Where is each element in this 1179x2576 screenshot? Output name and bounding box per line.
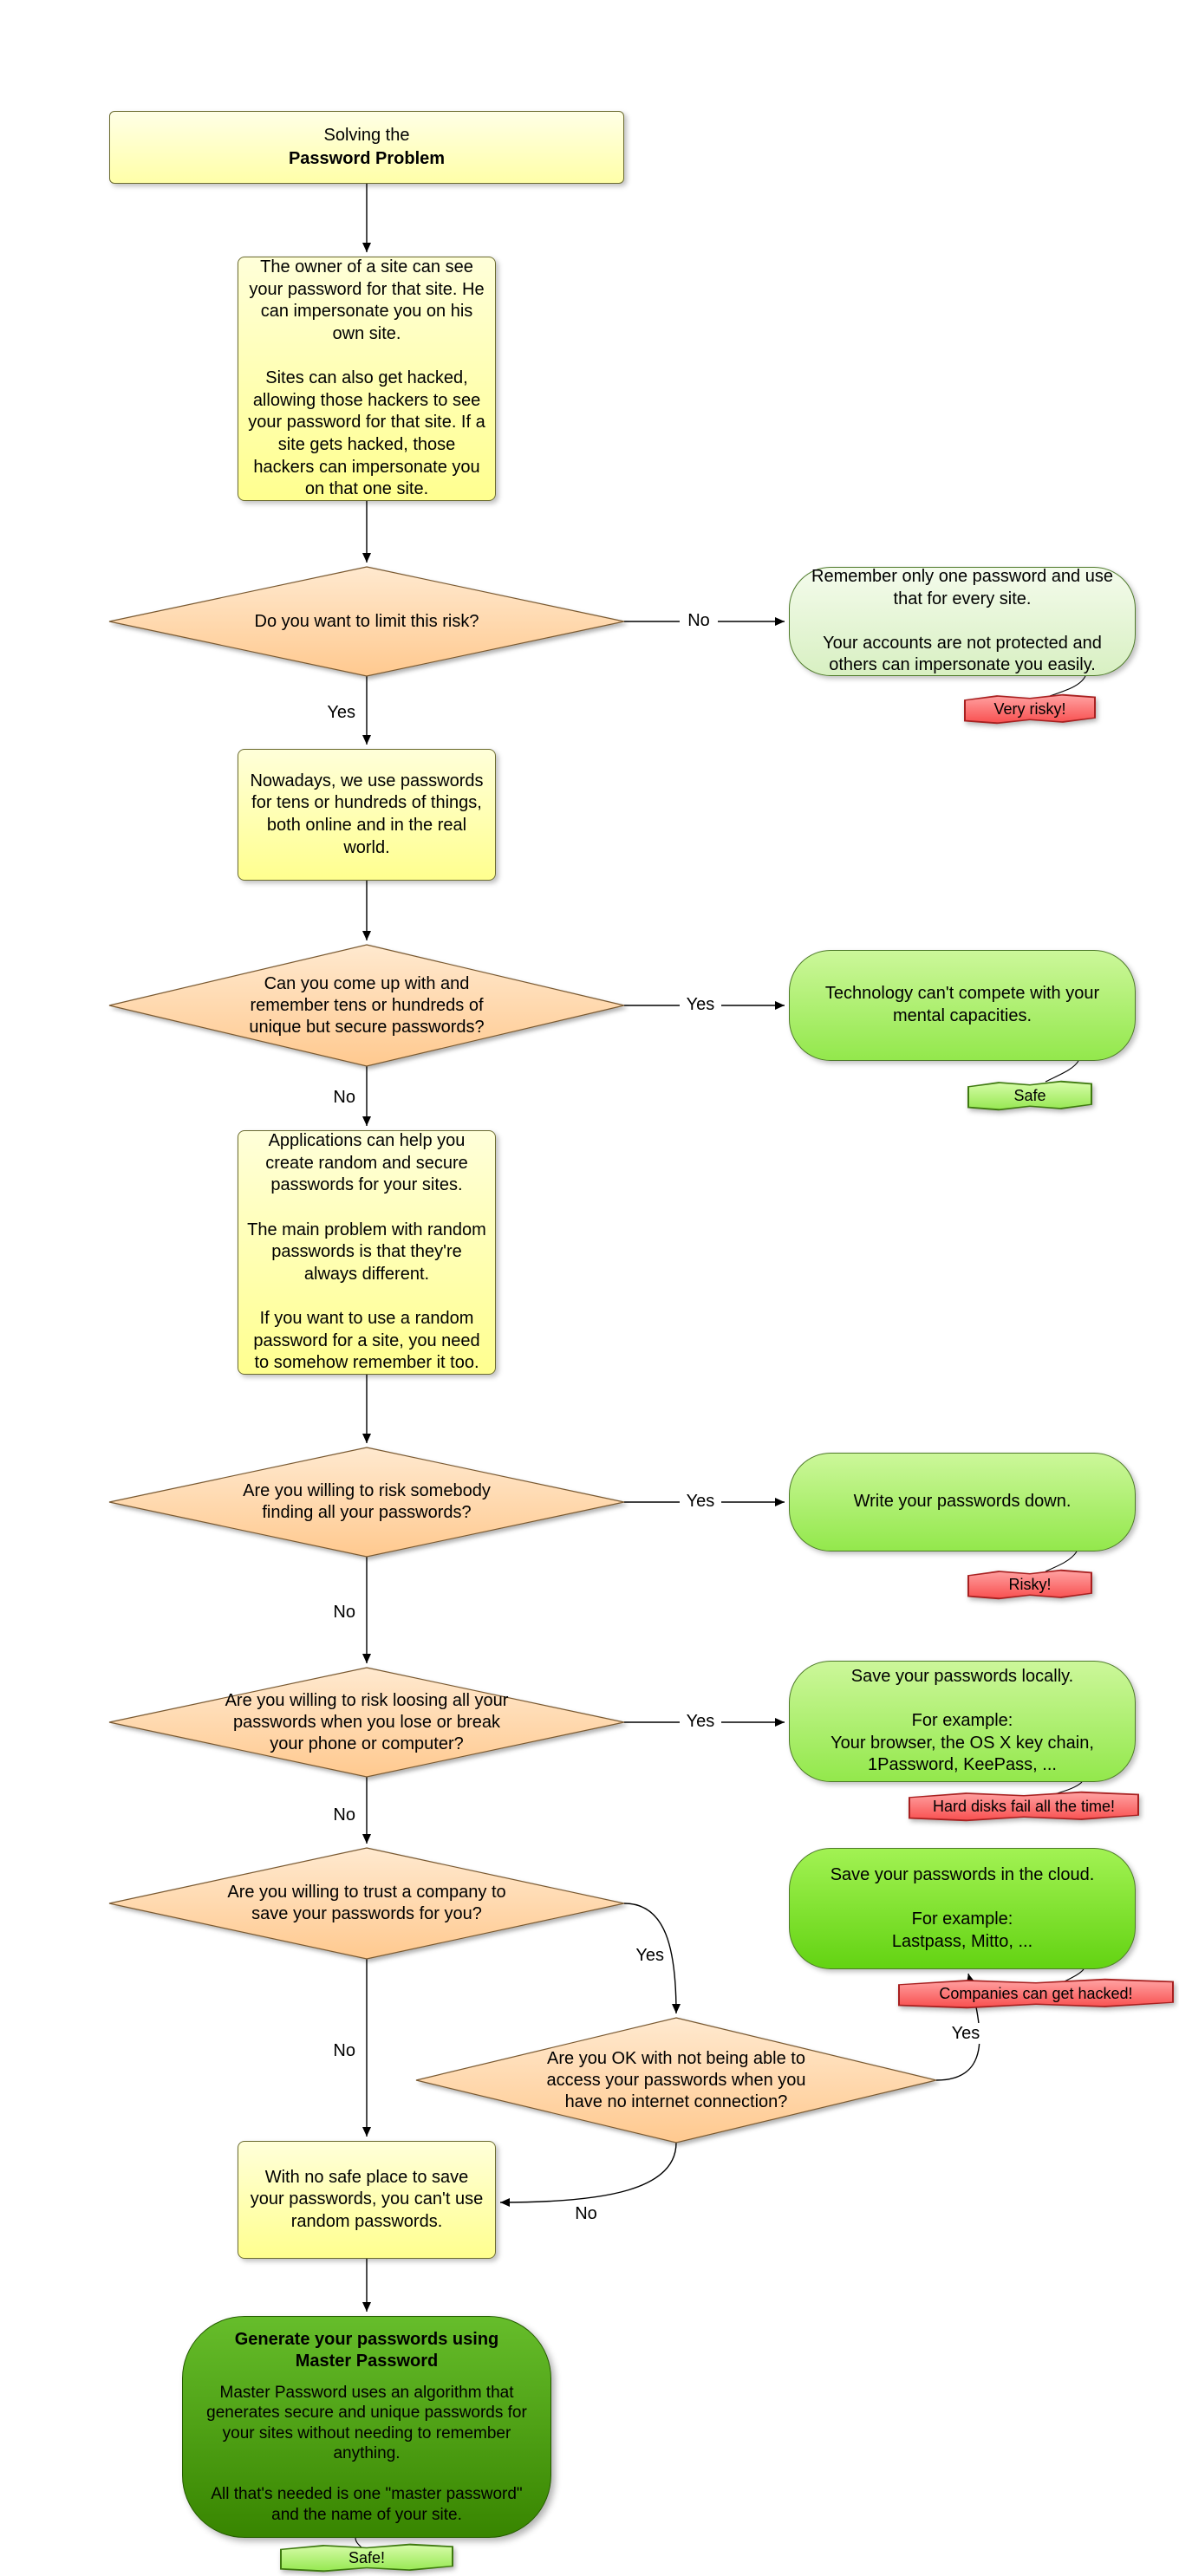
node-save-cloud: Save your passwords in the cloud. For ex… <box>789 1848 1136 1969</box>
node-save-locally-text: Save your passwords locally. For example… <box>831 1667 1094 1775</box>
master-password-body: Master Password uses an algorithm that g… <box>206 2383 527 2524</box>
ribbon-hard-disks-label: Hard disks fail all the time! <box>932 1797 1116 1815</box>
ribbon-risky-label: Risky! <box>1008 1575 1052 1593</box>
node-mental-capacities-text: Technology can't compete with your menta… <box>824 984 1100 1025</box>
ribbon-safe-mental: Safe <box>967 1080 1092 1111</box>
edge-label-limit-yes: Yes <box>309 702 357 723</box>
ribbon-companies-label: Companies can get hacked! <box>939 1984 1133 2002</box>
start-line: Solving the <box>323 126 410 145</box>
node-many-passwords-text: Nowadays, we use passwords for tens or h… <box>250 771 484 857</box>
node-write-down-text: Write your passwords down. <box>853 1492 1072 1512</box>
ribbon-very-risky-shape <box>964 693 1096 725</box>
decision-limit-risk-shape <box>108 566 625 677</box>
node-site-owner-risks-text: The owner of a site can see your passwor… <box>248 257 485 499</box>
node-master-password-inner: Generate your passwords using Master Pas… <box>183 2320 550 2534</box>
edge-label-losing-no: No <box>316 1805 357 1825</box>
ribbon-hard-disks: Hard disks fail all the time! <box>909 1791 1139 1822</box>
node-mental-capacities: Technology can't compete with your menta… <box>789 950 1136 1061</box>
ribbon-safe-final: Safe! <box>280 2543 453 2573</box>
start-title: Password Problem <box>288 149 446 168</box>
node-save-cloud-text: Save your passwords in the cloud. For ex… <box>830 1864 1095 1951</box>
edge-label-offline-no: No <box>563 2203 609 2224</box>
node-write-down: Write your passwords down. <box>789 1453 1136 1551</box>
node-master-password: Generate your passwords using Master Pas… <box>182 2316 551 2538</box>
stub-companies <box>1064 1968 1085 1982</box>
node-apps-help-text: Applications can help you create random … <box>247 1131 486 1373</box>
stub-risky <box>1045 1551 1078 1572</box>
edge-label-limit-no: No <box>680 610 718 631</box>
decision-remember-shape <box>108 944 625 1067</box>
decision-trust-shape <box>108 1847 625 1960</box>
node-site-owner-risks: The owner of a site can see your passwor… <box>238 257 496 501</box>
ribbon-very-risky-label: Very risky! <box>993 699 1066 718</box>
ribbon-companies-shape <box>898 1978 1174 2009</box>
master-password-title: Generate your passwords using Master Pas… <box>234 2329 499 2371</box>
node-start: Solving the Password Problem <box>109 111 624 184</box>
edge-label-remember-yes: Yes <box>680 994 721 1015</box>
node-many-passwords: Nowadays, we use passwords for tens or h… <box>238 749 496 881</box>
ribbon-safe-final-shape <box>280 2543 453 2573</box>
ribbon-safe-mental-label: Safe <box>1013 1086 1046 1104</box>
decision-shape-group <box>108 566 937 2143</box>
ribbon-risky: Risky! <box>967 1569 1092 1600</box>
edge-offline-no <box>499 2142 677 2207</box>
edge-trust-yes <box>623 1903 681 2014</box>
node-one-password-text: Remember only one password and use that … <box>811 567 1113 675</box>
node-no-safe-place-text: With no safe place to save your password… <box>250 2167 484 2231</box>
stub-safe-mental <box>1045 1060 1079 1083</box>
node-apps-help: Applications can help you create random … <box>238 1130 496 1375</box>
node-save-locally: Save your passwords locally. For example… <box>789 1661 1136 1782</box>
edge-label-trust-no: No <box>316 2040 357 2061</box>
ribbon-safe-final-label: Safe! <box>348 2548 386 2566</box>
node-one-password: Remember only one password and use that … <box>789 567 1136 676</box>
node-start-text: Solving the Password Problem <box>289 124 445 171</box>
ribbon-very-risky: Very risky! <box>964 693 1096 725</box>
edge-label-trust-yes: Yes <box>619 1945 666 1966</box>
ribbon-risky-shape <box>967 1569 1092 1600</box>
edge-label-offline-yes: Yes <box>943 2023 988 2044</box>
node-no-safe-place: With no safe place to save your password… <box>238 2141 496 2259</box>
edge-label-finding-yes: Yes <box>680 1491 721 1512</box>
ribbon-hard-disks-shape <box>909 1791 1139 1822</box>
edge-label-losing-yes: Yes <box>680 1711 721 1732</box>
ribbon-companies: Companies can get hacked! <box>898 1978 1174 2009</box>
edge-label-remember-no: No <box>316 1087 357 1108</box>
decision-losing-shape <box>108 1667 625 1778</box>
edge-label-finding-no: No <box>316 1602 357 1623</box>
decision-offline-shape <box>415 2017 937 2143</box>
decision-finding-shape <box>108 1447 625 1558</box>
ribbon-safe-mental-shape <box>967 1080 1092 1111</box>
